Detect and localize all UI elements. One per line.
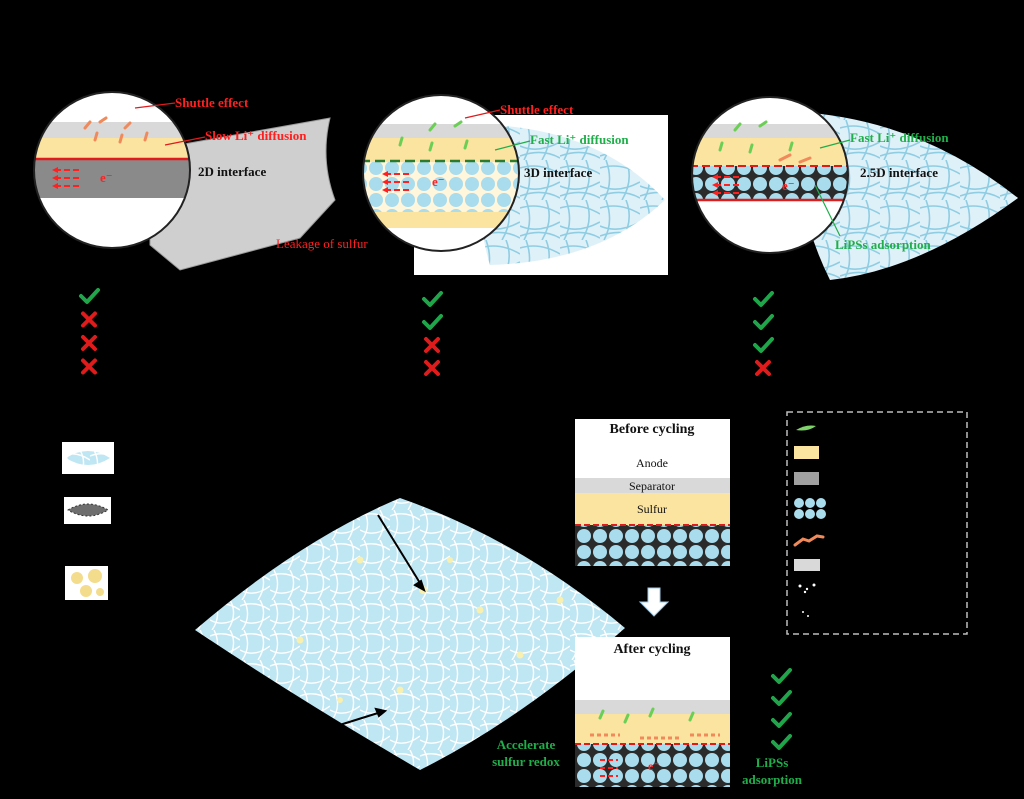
check-icon <box>771 668 792 684</box>
fiber-thumbnail-icon <box>66 451 110 465</box>
cross-icon <box>424 360 440 376</box>
checks-column-2p5d <box>753 291 774 376</box>
down-arrow-icon <box>638 587 670 617</box>
lipss-adsorption-label: LiPSs adsorption <box>835 237 931 252</box>
checks-column-3d <box>422 291 443 376</box>
electron-label: e⁻ <box>432 174 445 189</box>
zoom-circle-border <box>362 94 520 252</box>
accelerate-label-line2: sulfur redox <box>492 754 560 769</box>
anode-label: Anode <box>636 456 668 470</box>
check-icon <box>79 288 100 304</box>
leakage-label: Leakage of sulfur <box>276 236 368 251</box>
cross-icon <box>755 360 771 376</box>
shuttle-effect-label: Shuttle effect <box>500 102 574 117</box>
check-icon <box>422 314 443 330</box>
zoom-circle-border <box>33 91 191 249</box>
fast-diffusion-label: Fast Li⁺ diffusion <box>850 130 949 145</box>
carbon-layer-icon <box>794 472 819 485</box>
zoom-circle-3d <box>363 95 519 251</box>
cross-icon <box>424 337 440 353</box>
panel-2p5d: Fast Li⁺ diffusion LiPSs adsorption e⁻ 2… <box>691 96 1018 280</box>
zoom-circle-2d <box>34 92 190 248</box>
fiber-particles-icon <box>794 498 826 519</box>
interface-label-2p5d: 2.5D interface <box>860 165 938 180</box>
small-dots-icon <box>802 611 809 617</box>
fiber-mat <box>195 498 625 770</box>
slow-diffusion-label: Slow Li⁺ diffusion <box>205 128 307 143</box>
cross-icon <box>81 311 97 328</box>
pointer-arrows <box>329 514 426 729</box>
after-cycling-title: After cycling <box>613 642 690 657</box>
carbon-thumbnail-icon <box>67 503 109 517</box>
sulfur-label: Sulfur <box>637 502 667 516</box>
separator-icon <box>794 559 820 571</box>
panel-3d: Shuttle effect Fast Li⁺ diffusion e⁻ 3D … <box>276 94 668 275</box>
sulfur-particles <box>296 556 564 703</box>
lithium-ion-icon <box>796 425 816 431</box>
check-icon <box>771 734 792 750</box>
after-cycling-box: e⁻ After cycling <box>575 637 730 787</box>
panel-2d: Shuttle effect Slow Li⁺ diffusion e⁻ 2D … <box>33 91 336 271</box>
before-cycling-title: Before cycling <box>610 422 695 437</box>
checks-column-after <box>771 668 792 750</box>
check-icon <box>771 712 792 728</box>
electron-label: e⁻ <box>100 170 113 185</box>
accelerate-label-line1: Accelerate <box>497 737 556 752</box>
polysulfide-chain-icon <box>793 534 825 547</box>
checks-column-2d <box>79 288 100 375</box>
dots-icon <box>798 583 816 594</box>
lipss-label-line1: LiPSs <box>756 755 789 770</box>
cross-icon <box>81 335 97 351</box>
fiber-network-2p5d <box>798 112 1018 280</box>
shuttle-effect-label: Shuttle effect <box>175 95 249 110</box>
sulfur-layer-icon <box>794 446 819 459</box>
separator-label: Separator <box>629 479 675 493</box>
cross-icon <box>81 358 97 375</box>
particle-thumbnail-icon <box>71 569 104 597</box>
check-icon <box>753 291 774 307</box>
check-icon <box>422 291 443 307</box>
after-electron-label: e⁻ <box>648 759 660 773</box>
fiber-network-3d <box>480 125 665 265</box>
interface-label-2d: 2D interface <box>198 164 266 179</box>
check-icon <box>753 314 774 330</box>
planar-current-collector <box>149 117 336 271</box>
zoom-circle-border <box>691 96 849 254</box>
legend-box <box>786 411 968 635</box>
check-icon <box>753 337 774 353</box>
check-icon <box>771 690 792 706</box>
lipss-label-line2: adsorption <box>742 772 803 787</box>
zoom-circle-2p5d <box>692 97 848 253</box>
fast-diffusion-label: Fast Li⁺ diffusion <box>530 132 629 147</box>
electron-label: e⁻ <box>782 178 795 193</box>
before-cycling-box: Before cycling Anode Separator Sulfur <box>575 419 730 566</box>
interface-label-3d: 3D interface <box>524 165 592 180</box>
